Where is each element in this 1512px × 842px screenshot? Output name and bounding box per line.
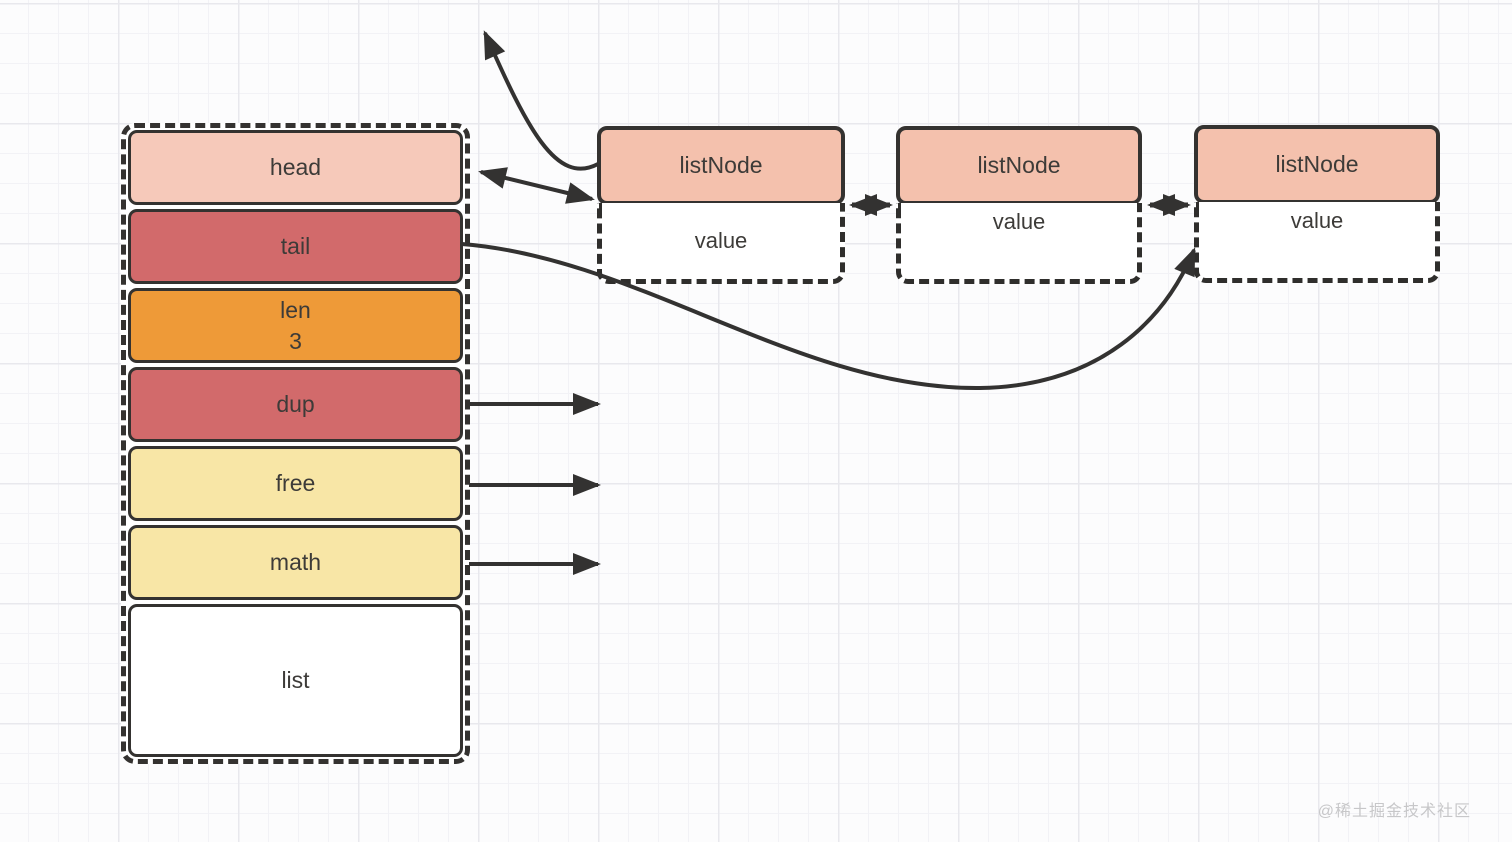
arrow-node1-up-icon bbox=[483, 30, 599, 171]
listnode-3-title: listNode bbox=[1275, 151, 1359, 177]
listnode-3-header: listNode bbox=[1194, 125, 1440, 204]
listnode-1-value-label: value bbox=[694, 228, 748, 253]
field-len-value: 3 bbox=[289, 327, 302, 354]
field-head: head bbox=[128, 130, 463, 205]
field-head-label: head bbox=[269, 154, 322, 180]
listnode-1-title: listNode bbox=[679, 152, 763, 178]
field-tail-label: tail bbox=[280, 233, 311, 259]
field-len: len 3 bbox=[128, 288, 463, 363]
field-free: free bbox=[128, 446, 463, 521]
field-dup-label: dup bbox=[276, 391, 315, 417]
listnode-2: listNode value bbox=[896, 126, 1142, 284]
listnode-3-value-box: value bbox=[1194, 202, 1440, 283]
listnode-2-header: listNode bbox=[896, 126, 1142, 205]
listnode-1: listNode value bbox=[597, 126, 845, 284]
field-tail: tail bbox=[128, 209, 463, 284]
field-list-label: list bbox=[281, 667, 310, 693]
listnode-1-header: listNode bbox=[597, 126, 845, 205]
field-math-label: math bbox=[269, 549, 322, 575]
field-dup: dup bbox=[128, 367, 463, 442]
field-len-label: len bbox=[280, 296, 311, 323]
list-struct-container: head tail len 3 dup free math list bbox=[121, 123, 470, 764]
field-free-label: free bbox=[275, 470, 316, 496]
listnode-2-value-label: value bbox=[992, 209, 1046, 234]
listnode-2-title: listNode bbox=[977, 152, 1061, 178]
listnode-1-value-box: value bbox=[597, 203, 845, 284]
listnode-3-value-label: value bbox=[1290, 208, 1344, 233]
field-list: list bbox=[128, 604, 463, 757]
listnode-3: listNode value bbox=[1194, 125, 1440, 283]
listnode-2-value-box: value bbox=[896, 203, 1142, 284]
arrow-head-node1-link bbox=[478, 167, 595, 204]
watermark: @稀土掘金技术社区 bbox=[1317, 803, 1471, 820]
field-math: math bbox=[128, 525, 463, 600]
